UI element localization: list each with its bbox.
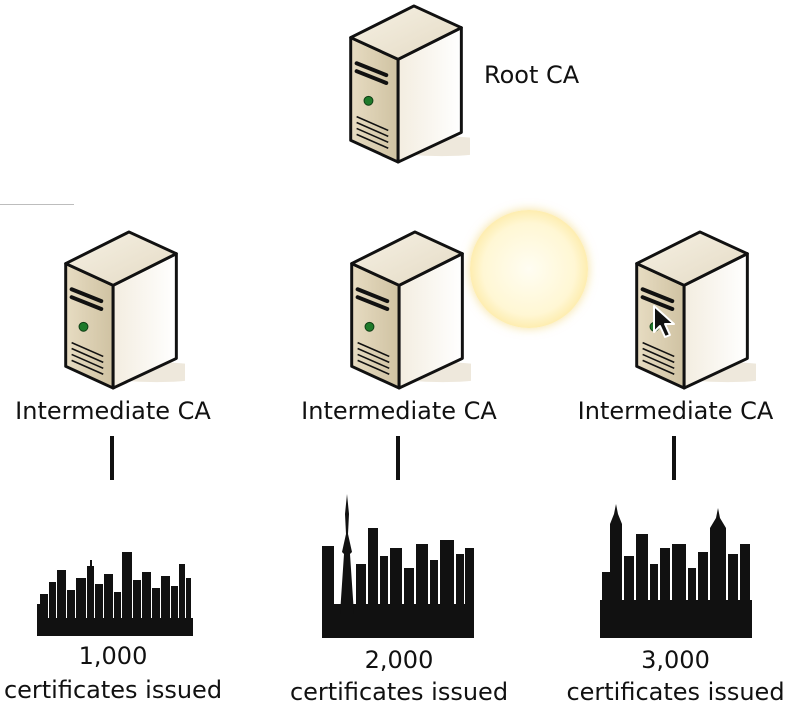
mouse-pointer-icon (653, 305, 675, 338)
root-ca-label: Root CA (484, 61, 580, 89)
connector-line-3 (672, 436, 676, 480)
intermediate-server-icon-1[interactable] (61, 228, 185, 392)
connector-line-2 (396, 436, 400, 480)
certificate-count-1: 1,000 (78, 642, 148, 670)
intermediate-ca-label-1: Intermediate CA (15, 397, 211, 425)
click-highlight (470, 210, 588, 328)
certificate-count-3: 3,000 (641, 646, 710, 674)
intermediate-server-icon-2[interactable] (347, 228, 471, 392)
intermediate-ca-label-3: Intermediate CA (577, 397, 774, 425)
city-skyline-icon-2 (322, 494, 474, 638)
city-skyline-icon-3 (600, 504, 752, 638)
certificate-caption-3: certificates issued (566, 678, 785, 706)
connector-line-1 (110, 436, 114, 480)
divider (0, 204, 74, 205)
certificate-caption-2: certificates issued (289, 678, 509, 706)
root-server-icon (348, 3, 470, 165)
intermediate-ca-label-2: Intermediate CA (301, 397, 497, 425)
certificate-caption-1: certificates issued (3, 676, 223, 704)
intermediate-server-icon-3[interactable] (632, 228, 756, 392)
certificate-count-2: 2,000 (364, 646, 434, 674)
city-skyline-icon-1 (37, 552, 193, 636)
